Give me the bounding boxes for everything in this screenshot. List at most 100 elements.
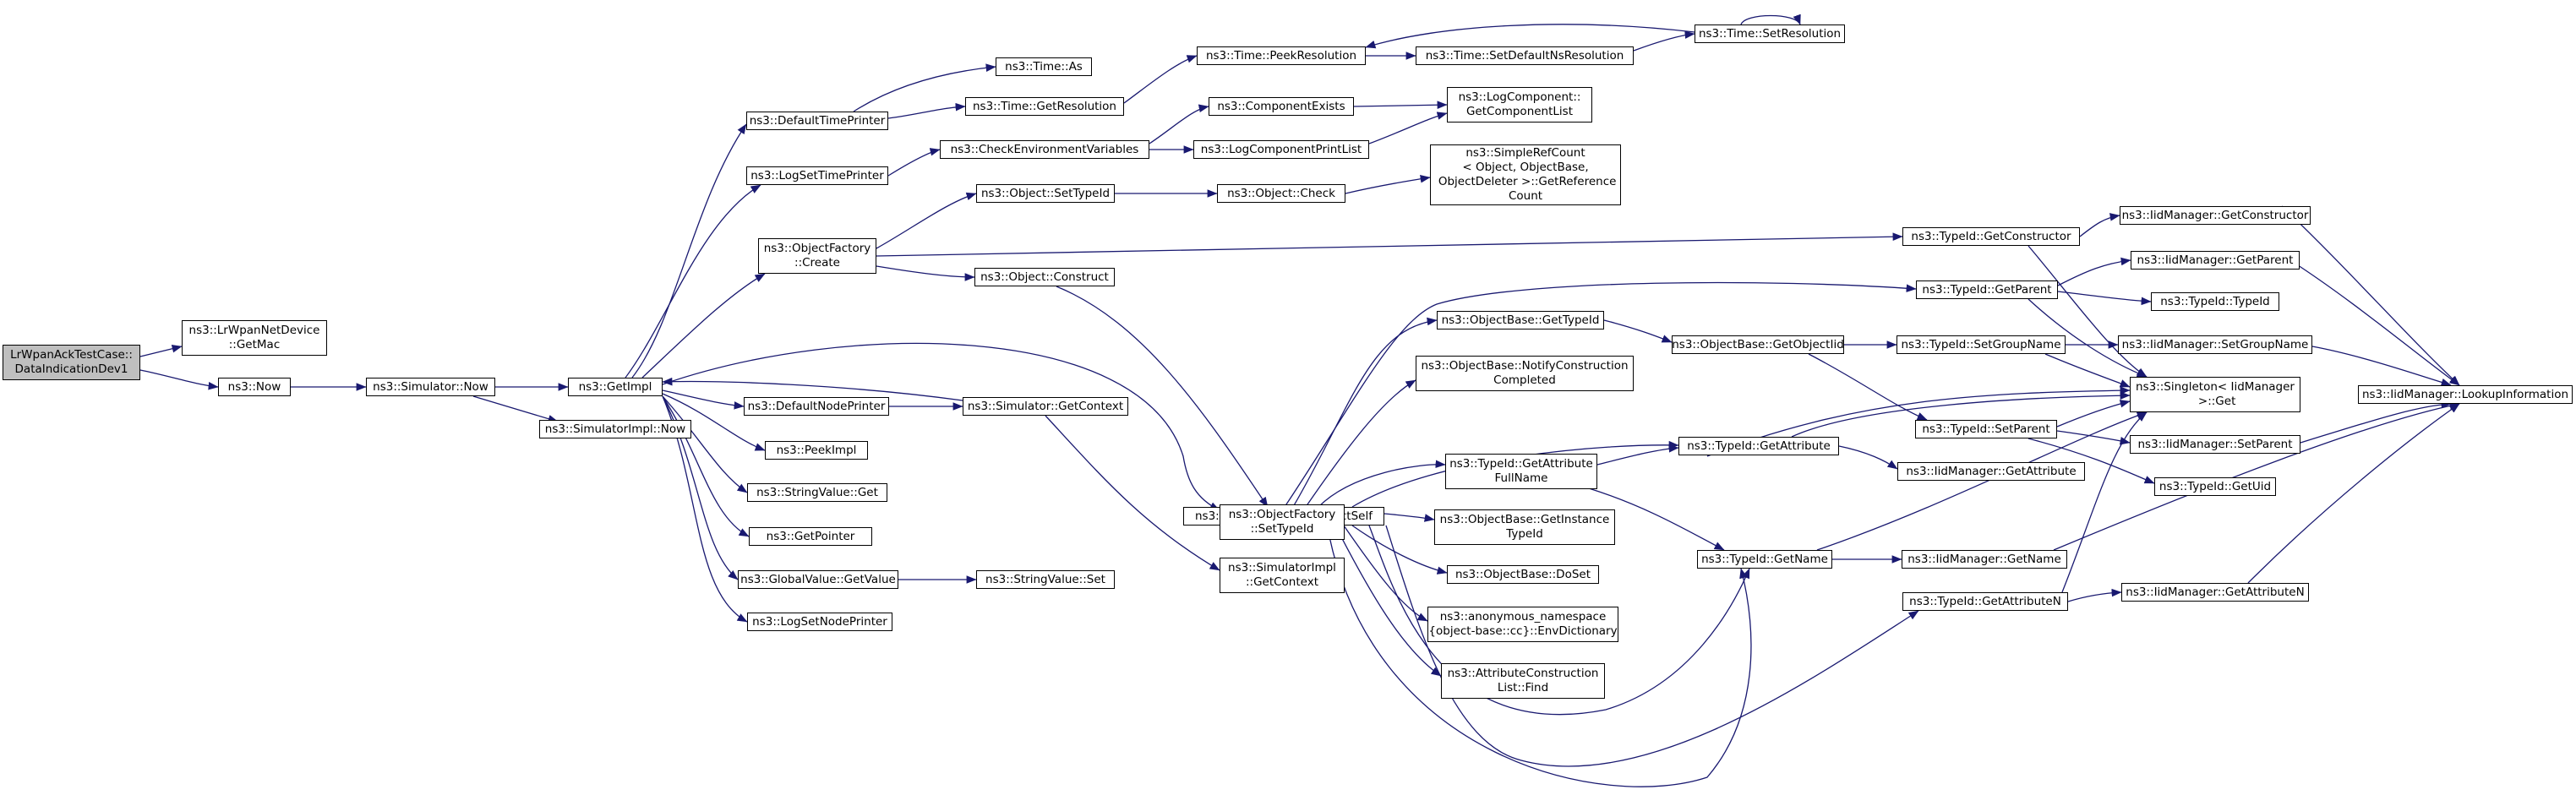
e-tidsetgroupname-singleton	[2044, 353, 2131, 388]
node-simulator-getcontext[interactable]: ns3::Simulator::GetContext	[963, 397, 1128, 416]
node-iidmanager-setgroupname[interactable]: ns3::IidManager::SetGroupName	[2118, 335, 2312, 354]
node-stringvalue-get[interactable]: ns3::StringValue::Get	[747, 483, 887, 502]
node-object-check[interactable]: ns3::Object::Check	[1217, 184, 1345, 203]
e-tidgetattrfullname-tidgetname	[1588, 487, 1725, 551]
e-obgettypeid-obgetobjectiid	[1603, 319, 1673, 343]
node-singleton-iidmanager-get[interactable]: ns3::Singleton< IidManager >::Get	[2130, 377, 2300, 412]
e-cs-attrconstructfind	[1334, 525, 1442, 677]
node-default-time-printer[interactable]: ns3::DefaultTimePrinter	[746, 112, 888, 130]
node-envdictionary[interactable]: ns3::anonymous_namespace {object-base::c…	[1427, 607, 1618, 642]
e-cs-obdoset	[1351, 525, 1448, 575]
node-iidmanager-getparent[interactable]: ns3::IidManager::GetParent	[2131, 251, 2300, 270]
node-typeid-typeid[interactable]: ns3::TypeId::TypeId	[2151, 292, 2279, 311]
node-typeid-getattribute[interactable]: ns3::TypeId::GetAttribute	[1678, 437, 1839, 455]
node-iidmanager-lookupinformation[interactable]: ns3::IidManager::LookupInformation	[2358, 385, 2573, 404]
node-simulator-now[interactable]: ns3::Simulator::Now	[366, 378, 495, 396]
node-objectbase-getinstancetypeid[interactable]: ns3::ObjectBase::GetInstance TypeId	[1434, 509, 1615, 545]
e-tidgetparent-tidtypeid	[2057, 291, 2152, 306]
node-default-node-printer[interactable]: ns3::DefaultNodePrinter	[744, 397, 889, 416]
e-objcheck-simplerefcount	[1345, 175, 1431, 194]
e-root-now	[139, 369, 219, 390]
node-root: LrWpanAckTestCase:: DataIndicationDev1	[3, 345, 140, 380]
node-attributeconstructionlist-find[interactable]: ns3::AttributeConstruction List::Find	[1441, 663, 1605, 699]
e-iidsetparent-lookup	[2300, 400, 2452, 444]
node-time-setresolution[interactable]: ns3::Time::SetResolution	[1695, 25, 1845, 43]
node-stringvalue-set[interactable]: ns3::StringValue::Set	[976, 570, 1115, 589]
e-setresolution-self	[1740, 14, 1801, 25]
e-tidgetconstructor-iidgetconstructor	[2079, 213, 2120, 237]
node-objectfactory-create[interactable]: ns3::ObjectFactory ::Create	[758, 238, 876, 274]
node-iidmanager-getattribute[interactable]: ns3::IidManager::GetAttribute	[1897, 462, 2085, 481]
e-iidgetname-lookup	[2053, 401, 2460, 551]
node-time-as[interactable]: ns3::Time::As	[996, 57, 1092, 76]
node-log-component-print-list[interactable]: ns3::LogComponentPrintList	[1193, 140, 1369, 159]
node-logcomponent-getcomponentlist[interactable]: ns3::LogComponent:: GetComponentList	[1447, 87, 1592, 123]
e-logcompprintlist-logcompgetlist	[1368, 112, 1448, 144]
e-iidsetgroupname-lookup	[2311, 346, 2452, 387]
e-obgetobjectiid-tidsetparent	[1808, 353, 1928, 421]
node-globalvalue-getvalue[interactable]: ns3::GlobalValue::GetValue	[738, 570, 898, 589]
e-getimpl-defnodeprinter	[662, 389, 745, 410]
e-cs-envdictionary	[1343, 525, 1428, 622]
node-typeid-getname[interactable]: ns3::TypeId::GetName	[1697, 550, 1832, 569]
node-getpointer[interactable]: ns3::GetPointer	[749, 527, 872, 546]
node-simulatorimpl-now[interactable]: ns3::SimulatorImpl::Now	[539, 420, 691, 438]
node-objectbase-doset[interactable]: ns3::ObjectBase::DoSet	[1447, 565, 1599, 584]
node-object-construct[interactable]: ns3::Object::Construct	[974, 268, 1115, 286]
node-objectbase-gettypeid[interactable]: ns3::ObjectBase::GetTypeId	[1437, 311, 1604, 329]
node-object-settypeid[interactable]: ns3::Object::SetTypeId	[976, 184, 1115, 203]
e-cs-obgettypeid	[1292, 317, 1438, 508]
e-timegetres-timepeekres	[1123, 55, 1198, 104]
node-iidmanager-getname[interactable]: ns3::IidManager::GetName	[1902, 550, 2067, 569]
e-cs-tidgetattributen	[1385, 525, 1919, 767]
e-getimpl-getpointer	[662, 395, 750, 537]
e-iidgetattributen-lookup	[2247, 403, 2460, 584]
e-checkenv-compexists	[1149, 104, 1209, 144]
node-getmac[interactable]: ns3::LrWpanNetDevice ::GetMac	[182, 320, 327, 356]
node-time-getresolution[interactable]: ns3::Time::GetResolution	[965, 97, 1124, 116]
e-cs-tidgetattrfullname	[1318, 460, 1446, 508]
node-iidmanager-setparent[interactable]: ns3::IidManager::SetParent	[2130, 435, 2300, 454]
node-typeid-getattributefullname[interactable]: ns3::TypeId::GetAttribute FullName	[1445, 454, 1597, 489]
node-peekimpl[interactable]: ns3::PeekImpl	[765, 441, 868, 460]
node-log-set-time-printer[interactable]: ns3::LogSetTimePrinter	[746, 166, 888, 185]
node-typeid-setgroupname[interactable]: ns3::TypeId::SetGroupName	[1897, 335, 2066, 354]
node-getimpl[interactable]: ns3::GetImpl	[568, 378, 663, 396]
node-typeid-setparent[interactable]: ns3::TypeId::SetParent	[1915, 420, 2057, 438]
e-cs-tidgetparent	[1284, 281, 1917, 508]
node-typeid-getuid[interactable]: ns3::TypeId::GetUid	[2154, 477, 2276, 496]
e-tidgetattribute-singleton	[1791, 391, 2131, 438]
node-objectbase-getobjectiid[interactable]: ns3::ObjectBase::GetObjectIid	[1672, 335, 1844, 354]
node-component-exists[interactable]: ns3::ComponentExists	[1209, 97, 1354, 116]
e-logsettimeprinter-checkenv	[887, 148, 941, 177]
e-simgetcontext-getimpl	[662, 377, 963, 401]
e-ofcreate-objsettypeid	[876, 192, 977, 249]
node-objectfactory-settypeid[interactable]: ns3::ObjectFactory ::SetTypeId	[1220, 504, 1345, 540]
node-objectbase-notifyconstruction[interactable]: ns3::ObjectBase::NotifyConstruction Comp…	[1416, 356, 1634, 391]
node-typeid-getparent[interactable]: ns3::TypeId::GetParent	[1916, 280, 2058, 299]
e-getimpl-peekimpl	[662, 393, 766, 451]
node-typeid-getconstructor[interactable]: ns3::TypeId::GetConstructor	[1902, 227, 2080, 246]
e-tidgetattrfullname-tidgetattribute	[1596, 444, 1679, 466]
node-log-set-node-printer[interactable]: ns3::LogSetNodePrinter	[747, 613, 892, 631]
node-iidmanager-getconstructor[interactable]: ns3::IidManager::GetConstructor	[2120, 206, 2311, 225]
e-deftimeprinter-timeas	[853, 63, 996, 112]
node-time-setdefaultnsresolution[interactable]: ns3::Time::SetDefaultNsResolution	[1416, 46, 1634, 65]
node-simplerefcount-getreferencecount[interactable]: ns3::SimpleRefCount < Object, ObjectBase…	[1430, 144, 1621, 205]
e-setdefaultns-setresolution	[1633, 30, 1695, 52]
node-now[interactable]: ns3::Now	[218, 378, 291, 396]
node-check-env-vars[interactable]: ns3::CheckEnvironmentVariables	[940, 140, 1149, 159]
node-simulatorimpl-getcontext[interactable]: ns3::SimulatorImpl ::GetContext	[1220, 558, 1345, 593]
e-deftimeprinter-timegetres	[887, 102, 966, 119]
node-time-peekresolution[interactable]: ns3::Time::PeekResolution	[1197, 46, 1366, 65]
e-tidsetparent-iidsetparent	[2056, 430, 2131, 445]
node-typeid-getattributen[interactable]: ns3::TypeId::GetAttributeN	[1902, 592, 2068, 611]
node-iidmanager-getattributen[interactable]: ns3::IidManager::GetAttributeN	[2121, 583, 2309, 602]
e-getimpl-stringvalueget	[662, 395, 748, 493]
e-getimpl-deftimeprinter	[631, 123, 747, 378]
e-cs-tidgetname	[1368, 525, 1750, 716]
e-iidgetparent-lookup	[2289, 259, 2460, 386]
e-tidgetattributen-singleton	[2061, 411, 2148, 593]
